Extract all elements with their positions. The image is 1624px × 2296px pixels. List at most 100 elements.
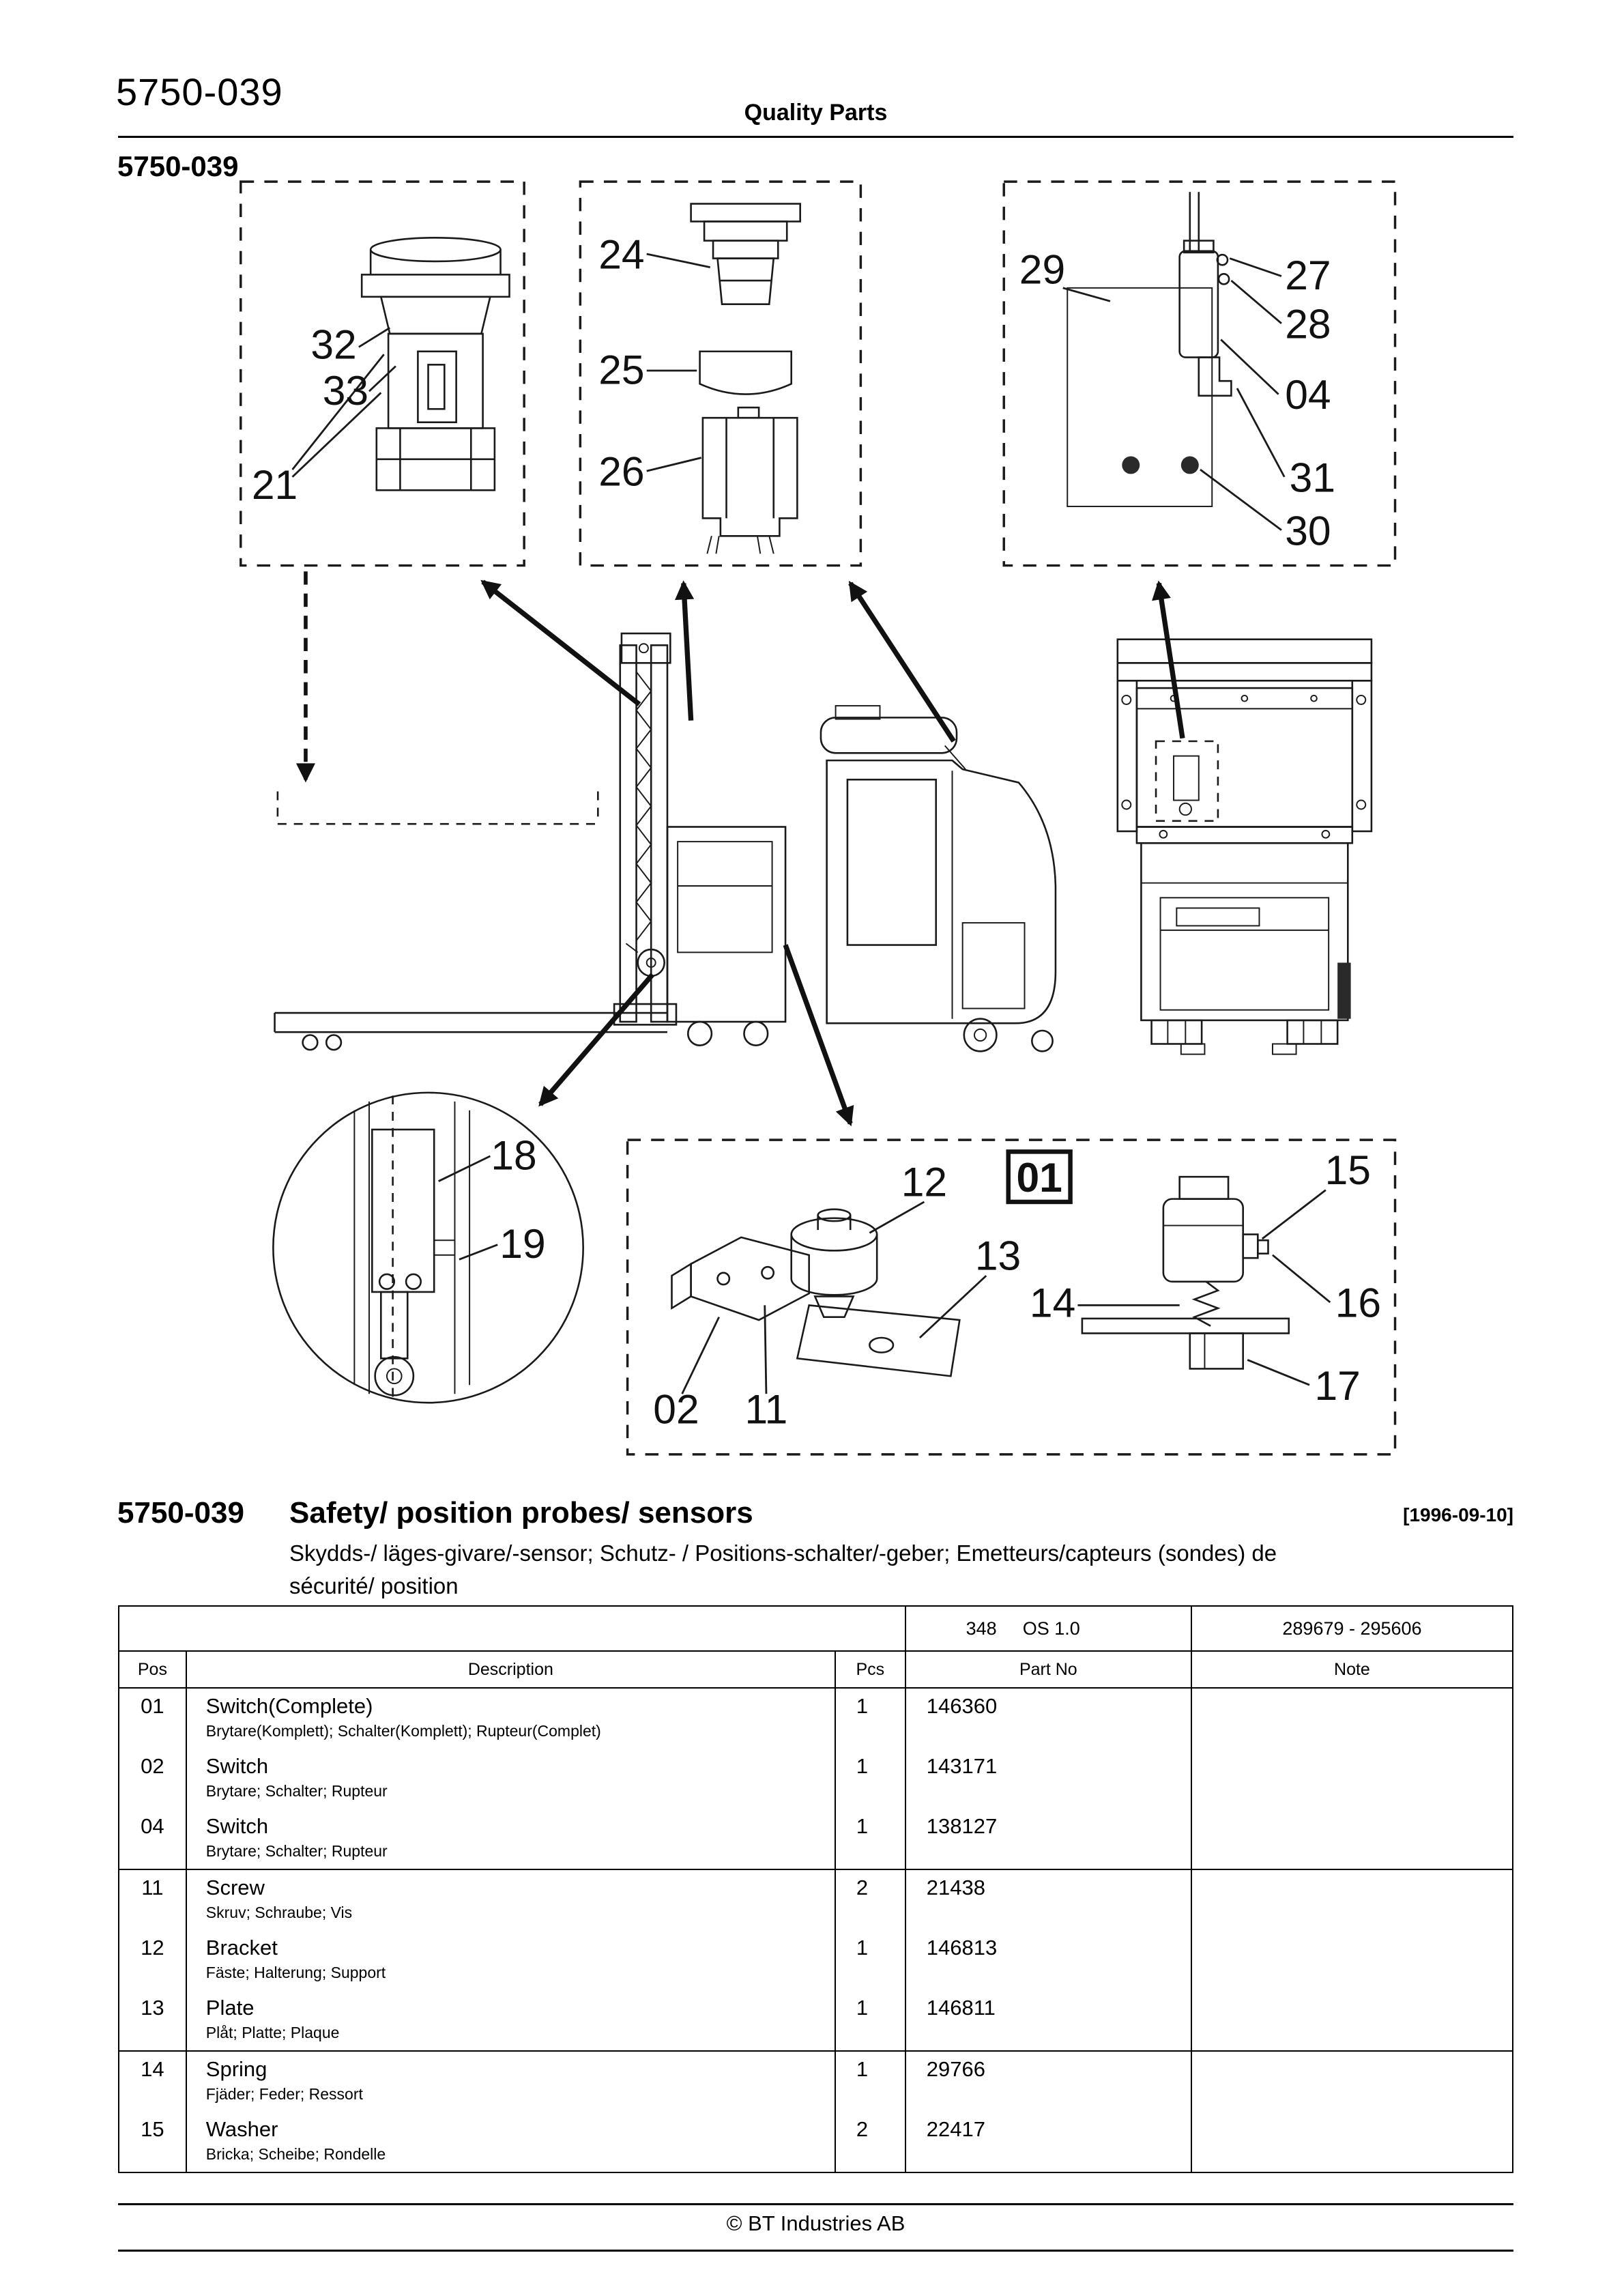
header-part-no: Part No — [904, 1652, 1191, 1687]
callout-30: 30 — [1285, 507, 1331, 554]
table-meta-spacer — [119, 1607, 905, 1650]
section-title: Safety/ position probes/ sensors — [289, 1496, 753, 1530]
table-row: 12 Bracket Fäste; Halterung; Support 1 1… — [119, 1930, 1512, 1990]
truck-side-view — [274, 632, 1057, 1052]
detail-circle-18-19: 18 19 — [272, 1091, 584, 1404]
callout-11: 11 — [744, 1386, 787, 1432]
model-number: 348 — [966, 1618, 997, 1639]
detail-box-24-25-26: 24 25 26 — [579, 180, 862, 567]
header-pcs: Pcs — [834, 1652, 905, 1687]
callout-32: 32 — [310, 321, 356, 368]
cell-pcs: 2 — [834, 1870, 905, 1930]
document-number: 5750-039 — [116, 70, 283, 113]
callout-27: 27 — [1285, 252, 1331, 298]
parts-table: 348 OS 1.0 289679 - 295606 Pos Descripti… — [118, 1605, 1513, 2173]
cell-pos: 01 — [141, 1694, 164, 1718]
cell-pcs: 1 — [834, 1930, 905, 1990]
table-row: 04 Switch Brytare; Schalter; Rupteur 1 1… — [119, 1809, 1512, 1869]
callout-15: 15 — [1325, 1147, 1371, 1193]
cell-pos: 12 — [141, 1936, 164, 1960]
cell-description: Screw Skruv; Schraube; Vis — [185, 1870, 835, 1930]
detail-box-switch-21: 32 33 21 — [240, 180, 525, 567]
callout-19: 19 — [499, 1220, 545, 1267]
cell-pos: 14 — [141, 2057, 164, 2081]
truck-rear-view — [1116, 638, 1373, 1055]
cell-description: Plate Plåt; Platte; Plaque — [185, 1990, 835, 2050]
footer-rule-bottom — [118, 2250, 1513, 2252]
cell-pos: 02 — [141, 1754, 164, 1778]
cell-part-no: 138127 — [904, 1809, 1191, 1869]
table-row: 14 Spring Fjäder; Feder; Ressort 1 29766 — [119, 2052, 1512, 2112]
footer-copyright: © BT Industries AB — [726, 2211, 905, 2235]
detail-box-bottom: 12 01 13 14 02 11 15 16 17 — [626, 1138, 1397, 1456]
description-sub: Fäste; Halterung; Support — [205, 1964, 386, 1981]
cell-part-no: 21438 — [904, 1870, 1191, 1930]
description-main: Plate — [205, 1996, 255, 2020]
callout-01: 01 — [1016, 1154, 1062, 1201]
cell-part-no: 29766 — [904, 2052, 1191, 2112]
description-main: Switch — [205, 1754, 269, 1778]
cell-pos: 11 — [141, 1876, 164, 1899]
description-sub: Brytare; Schalter; Rupteur — [205, 1842, 388, 1860]
callout-18: 18 — [491, 1132, 536, 1178]
callout-04: 04 — [1285, 371, 1331, 418]
cell-description: Washer Bricka; Scheibe; Rondelle — [185, 2112, 835, 2172]
description-main: Screw — [205, 1876, 265, 1899]
os-version: OS 1.0 — [1022, 1618, 1080, 1639]
description-main: Bracket — [205, 1936, 278, 1960]
callout-02: 02 — [653, 1386, 699, 1432]
description-sub: Skruv; Schraube; Vis — [205, 1904, 353, 1921]
footer-rule-top — [118, 2203, 1513, 2205]
cell-description: Spring Fjäder; Feder; Ressort — [185, 2052, 835, 2112]
header-description: Description — [185, 1652, 835, 1687]
cell-description: Switch Brytare; Schalter; Rupteur — [185, 1749, 835, 1809]
detail-box-29-30: 29 27 28 04 31 30 — [1002, 180, 1397, 567]
description-sub: Bricka; Scheibe; Rondelle — [205, 2145, 386, 2163]
table-row: 01 Switch(Complete) Brytare(Komplett); S… — [119, 1689, 1512, 1749]
cell-note — [1190, 2052, 1512, 2112]
description-sub: Brytare(Komplett); Schalter(Komplett); R… — [205, 1722, 601, 1740]
callout-21: 21 — [252, 461, 298, 508]
cell-description: Switch Brytare; Schalter; Rupteur — [185, 1809, 835, 1869]
cell-note — [1190, 1689, 1512, 1749]
cell-note — [1190, 1870, 1512, 1930]
cell-pos: 15 — [141, 2117, 164, 2141]
table-group-2: 11 Screw Skruv; Schraube; Vis 2 21438 12… — [119, 1870, 1512, 2052]
table-row: 02 Switch Brytare; Schalter; Rupteur 1 1… — [119, 1749, 1512, 1809]
cell-part-no: 146811 — [904, 1990, 1191, 2050]
cell-part-no: 146360 — [904, 1689, 1191, 1749]
callout-26: 26 — [598, 448, 644, 495]
callout-14: 14 — [1030, 1280, 1075, 1326]
callout-01-box — [1006, 1149, 1073, 1205]
section-subtitle-line2: sécurité/ position — [289, 1573, 459, 1598]
description-main: Switch(Complete) — [205, 1694, 373, 1718]
callout-33: 33 — [323, 367, 368, 414]
serial-range: 289679 - 295606 — [1282, 1618, 1422, 1639]
cell-note — [1190, 2112, 1512, 2172]
cell-description: Bracket Fäste; Halterung; Support — [185, 1930, 835, 1990]
cell-note — [1190, 1809, 1512, 1869]
cell-note — [1190, 1749, 1512, 1809]
description-main: Switch — [205, 1814, 269, 1838]
cell-part-no: 143171 — [904, 1749, 1191, 1809]
cell-part-no: 22417 — [904, 2112, 1191, 2172]
table-row: 11 Screw Skruv; Schraube; Vis 2 21438 — [119, 1870, 1512, 1930]
section-subtitle-line1: Skydds-/ läges-givare/-sensor; Schutz- /… — [289, 1540, 1277, 1566]
description-sub: Plåt; Platte; Plaque — [205, 2024, 340, 2041]
header-pos: Pos — [137, 1659, 167, 1679]
cell-note — [1190, 1990, 1512, 2050]
callout-31: 31 — [1290, 454, 1335, 500]
document-subnumber: 5750-039 — [117, 150, 239, 182]
description-main: Washer — [205, 2117, 278, 2141]
table-row: 13 Plate Plåt; Platte; Plaque 1 146811 — [119, 1990, 1512, 2050]
callout-13: 13 — [975, 1232, 1021, 1278]
callout-25: 25 — [598, 346, 644, 392]
section-number: 5750-039 — [117, 1496, 244, 1530]
description-sub: Brytare; Schalter; Rupteur — [205, 1782, 388, 1800]
reference-arrows — [276, 571, 1185, 1127]
cell-pcs: 1 — [834, 1809, 905, 1869]
callout-17: 17 — [1314, 1362, 1360, 1409]
table-meta-row: 348 OS 1.0 289679 - 295606 — [119, 1607, 1512, 1652]
cell-pcs: 1 — [834, 2052, 905, 2112]
